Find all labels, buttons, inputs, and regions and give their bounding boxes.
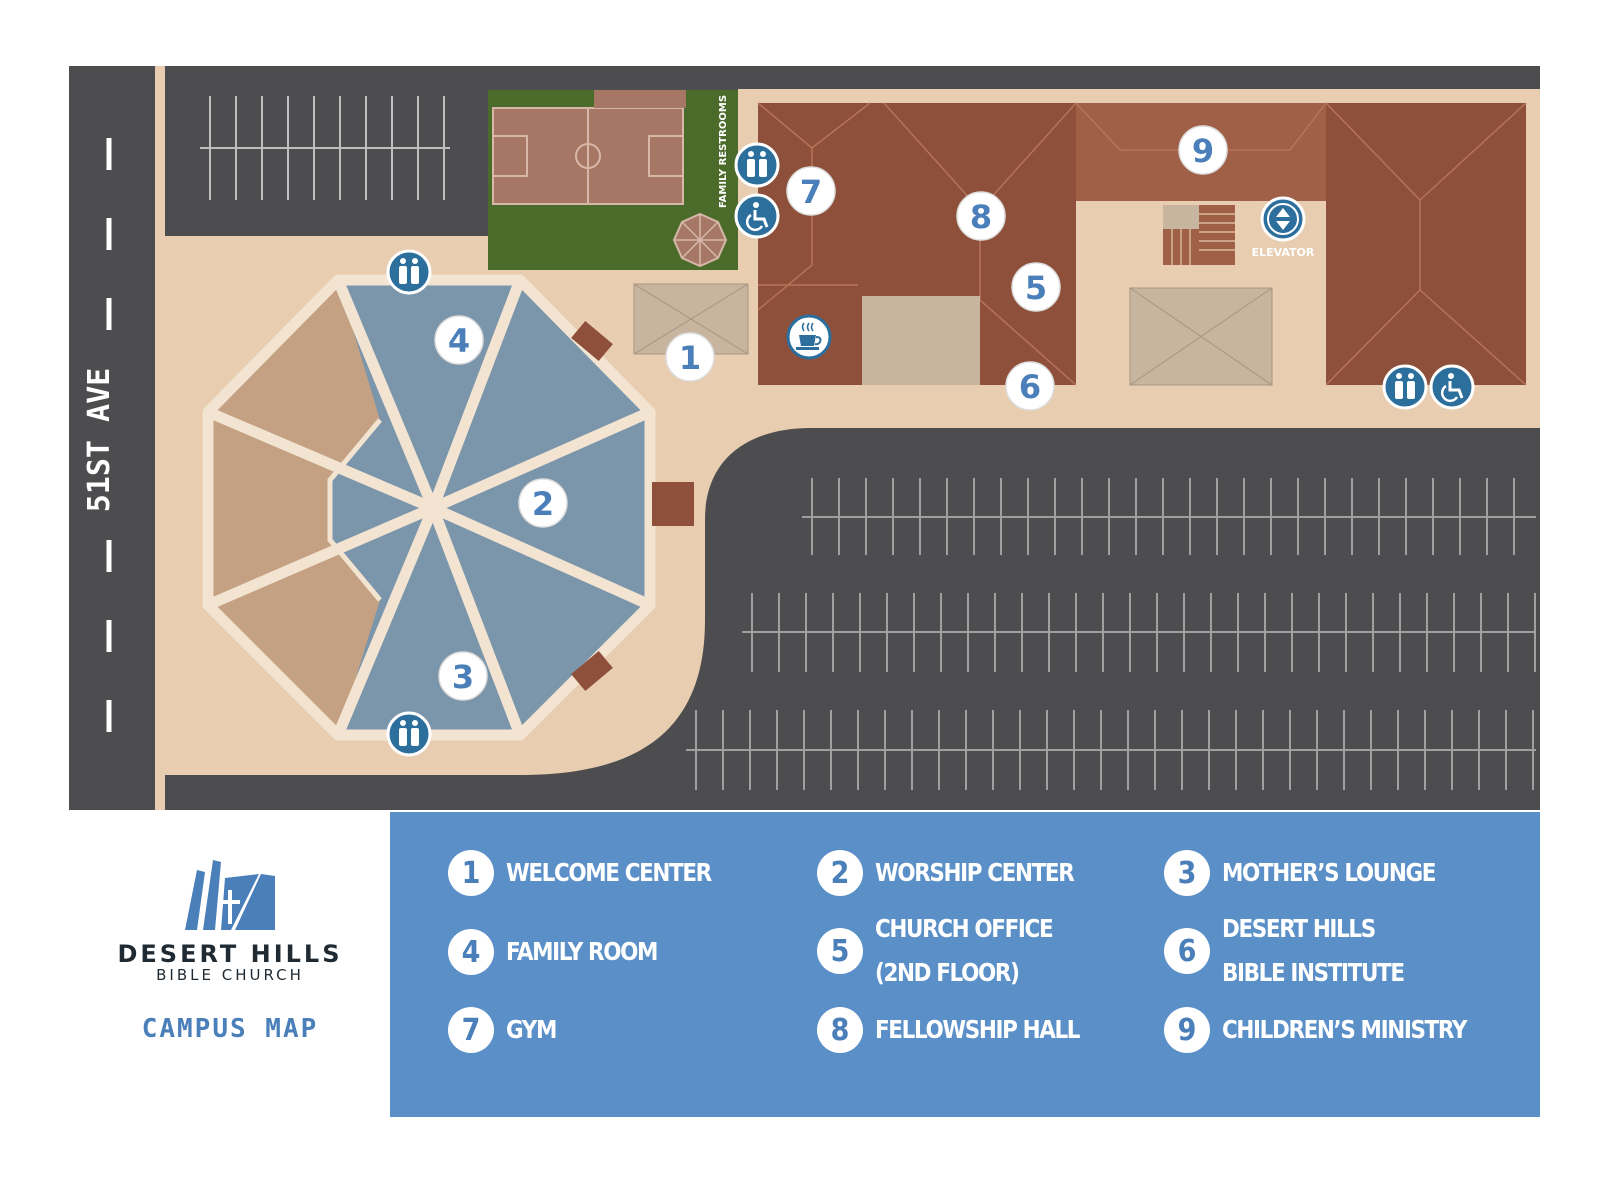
map-marker-childrens-ministry: 9: [1178, 125, 1228, 175]
map-marker-mothers-lounge: 3: [438, 651, 488, 701]
family-restrooms-label: FAMILY RESTROOMS: [718, 95, 729, 208]
legend-label: MOTHER’S LOUNGE: [1222, 858, 1436, 887]
legend-item-bible-institute: 6 DESERT HILLS BIBLE INSTITUTE: [1164, 907, 1433, 995]
legend-item-mothers-lounge: 3 MOTHER’S LOUNGE: [1164, 850, 1470, 896]
legend-item-family-room: 4 FAMILY ROOM: [448, 929, 682, 975]
legend-label: FAMILY ROOM: [506, 937, 658, 966]
map-marker-bible-institute: 6: [1005, 361, 1055, 411]
legend-number: 8: [817, 1007, 863, 1053]
map-marker-church-office: 5: [1011, 262, 1061, 312]
entrance-pad-ne: [571, 321, 613, 361]
parking-stripes-north: [200, 96, 450, 200]
legend-label: WELCOME CENTER: [506, 858, 712, 887]
legend-item-church-office: 5 CHURCH OFFICE (2ND FLOOR): [817, 907, 1081, 995]
brand-subtitle: BIBLE CHURCH: [156, 966, 304, 984]
worship-center-building: [202, 274, 656, 741]
campus-map-title: CAMPUS MAP: [141, 1014, 319, 1044]
courtyard-canopy-center: [862, 296, 980, 385]
legend-label: FELLOWSHIP HALL: [875, 1015, 1080, 1044]
gazebo: [672, 212, 728, 268]
svg-text:9: 9: [1192, 132, 1214, 170]
entrance-pad-se: [571, 651, 613, 691]
legend-item-welcome-center: 1 WELCOME CENTER: [448, 850, 744, 896]
legend-item-worship-center: 2 WORSHIP CENTER: [817, 850, 1106, 896]
wheelchair-icon: [734, 193, 780, 239]
svg-text:6: 6: [1019, 368, 1041, 406]
map-marker-worship-center: 2: [518, 478, 568, 528]
map-marker-welcome-center: 1: [665, 332, 715, 382]
legend-item-childrens-ministry: 9 CHILDREN’S MINISTRY: [1164, 1007, 1506, 1053]
wheelchair-icon: [1429, 364, 1475, 410]
legend-item-fellowship-hall: 8 FELLOWSHIP HALL: [817, 1007, 1112, 1053]
court-lines: [492, 108, 684, 204]
court-overhang: [594, 90, 686, 108]
legend-number: 4: [448, 929, 494, 975]
brand-name: DESERT HILLS: [117, 940, 343, 968]
legend-item-gym: 7 GYM: [448, 1007, 564, 1053]
street-label: 51ST AVE: [82, 368, 117, 513]
restroom-icon: [386, 711, 432, 757]
legend-number: 6: [1164, 928, 1210, 974]
legend-label: CHURCH OFFICE (2ND FLOOR): [875, 914, 1054, 987]
elevator-label: ELEVATOR: [1252, 246, 1315, 259]
street-edge: [155, 66, 165, 810]
svg-text:4: 4: [448, 322, 470, 360]
legend-label: DESERT HILLS BIBLE INSTITUTE: [1222, 914, 1405, 987]
restroom-strip: [708, 90, 738, 210]
campus-map: 51ST AVE FAMILY RESTROOMS: [69, 66, 1540, 810]
brand-block: DESERT HILLS BIBLE CHURCH CAMPUS MAP: [110, 860, 350, 1044]
svg-text:1: 1: [679, 339, 701, 377]
svg-text:2: 2: [532, 485, 554, 523]
legend-label: GYM: [506, 1015, 557, 1044]
legend-number: 2: [817, 850, 863, 896]
svg-text:8: 8: [970, 198, 992, 236]
legend-label: CHILDREN’S MINISTRY: [1222, 1015, 1467, 1044]
svg-text:7: 7: [800, 173, 822, 211]
legend-panel: 1 WELCOME CENTER 2 WORSHIP CENTER 3 MOTH…: [390, 812, 1540, 1117]
map-marker-gym: 7: [786, 166, 836, 216]
map-marker-fellowship-hall: 8: [956, 191, 1006, 241]
restroom-icon: [734, 142, 780, 188]
entrance-pad-e: [652, 482, 694, 526]
coffee-icon: [786, 314, 832, 360]
parking-lot-north: [165, 66, 488, 236]
svg-text:3: 3: [452, 658, 474, 696]
restroom-icon: [386, 249, 432, 295]
stairs: [1163, 205, 1235, 265]
legend-number: 9: [1164, 1007, 1210, 1053]
elevator-icon: [1260, 196, 1306, 242]
legend-number: 3: [1164, 850, 1210, 896]
legend-label: WORSHIP CENTER: [875, 858, 1075, 887]
legend-number: 5: [817, 928, 863, 974]
svg-text:5: 5: [1025, 269, 1047, 307]
church-logo: [185, 860, 275, 930]
building-bible-institute: [1326, 103, 1526, 385]
legend-number: 1: [448, 850, 494, 896]
legend-number: 7: [448, 1007, 494, 1053]
restroom-icon: [1382, 364, 1428, 410]
map-marker-family-room: 4: [434, 315, 484, 365]
parking-stripes-east: [686, 478, 1536, 790]
